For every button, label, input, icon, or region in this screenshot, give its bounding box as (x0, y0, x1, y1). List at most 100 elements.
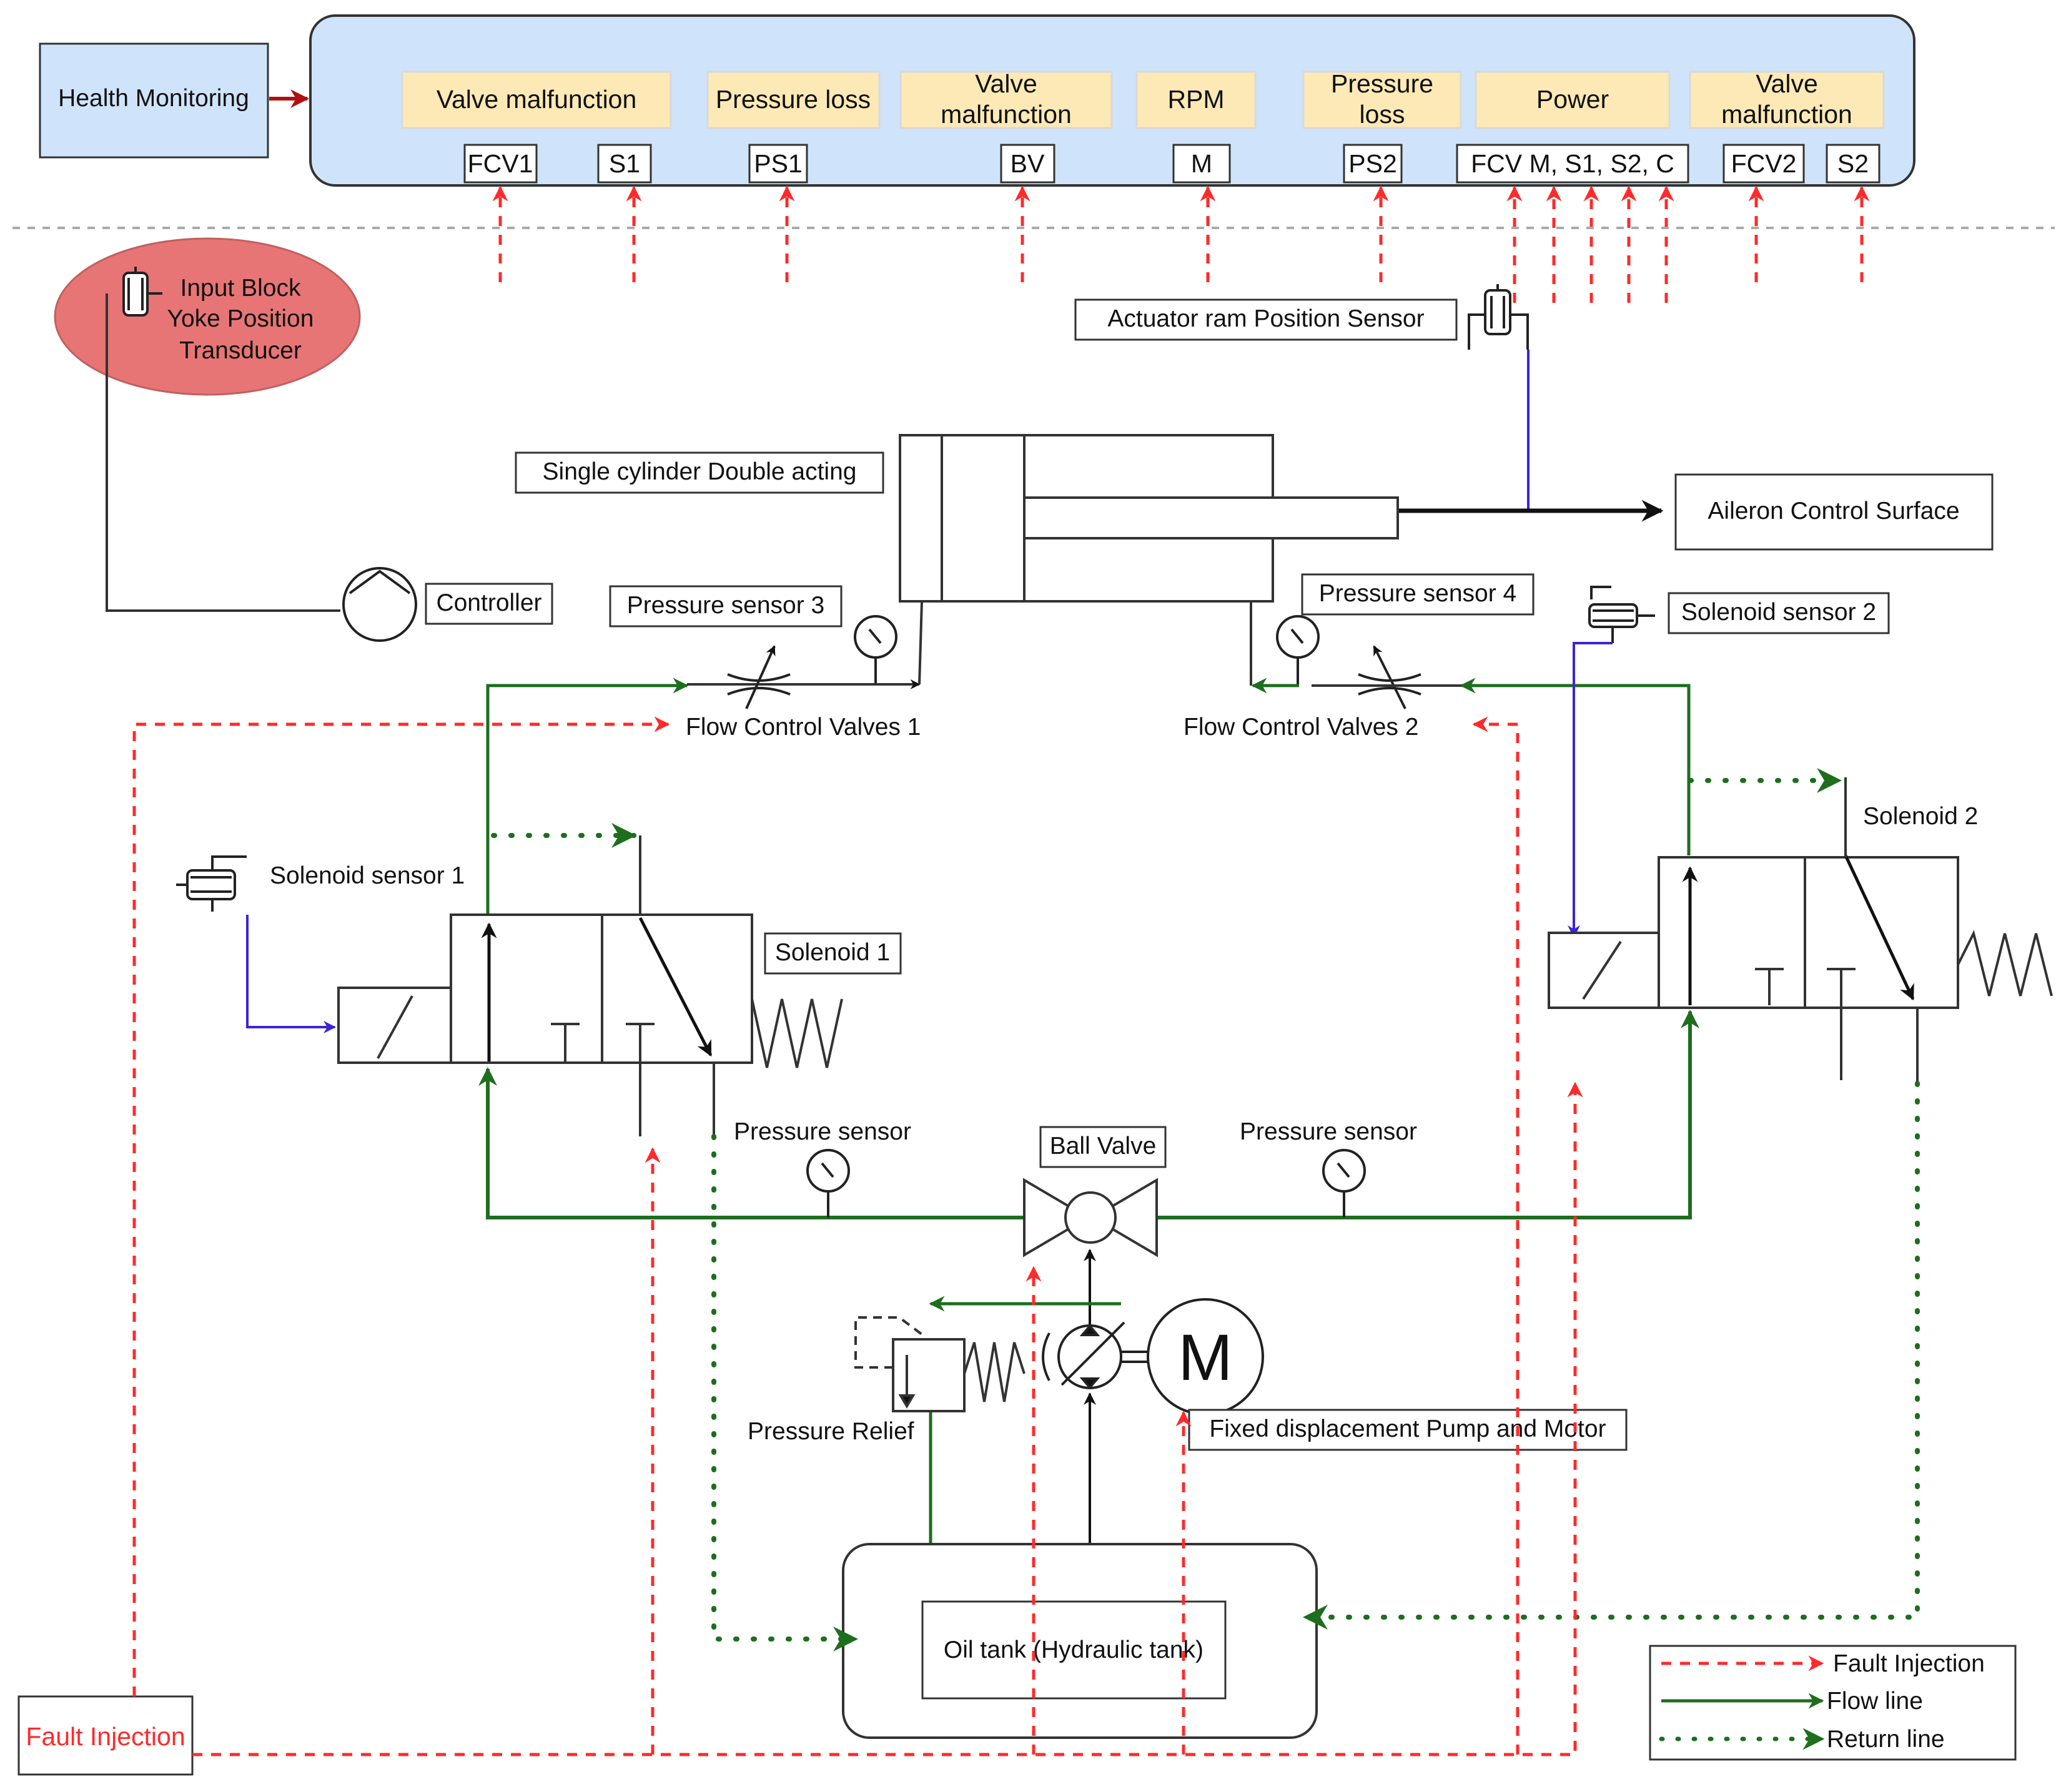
motor-icon: M (1147, 1298, 1264, 1415)
solenoid-sensor-2-signal (1568, 642, 1613, 938)
flow-control-valve-1-icon (727, 645, 791, 709)
health-monitoring-block: Health Monitoring (39, 42, 269, 159)
svg-text:Ball Valve: Ball Valve (1050, 1133, 1157, 1159)
solenoid-sensor-1-label: Solenoid sensor 1 (270, 862, 465, 889)
solenoid-sensor-2-icon (1588, 586, 1655, 643)
solenoid-valve-1 (337, 913, 843, 1136)
pressure-sensor-4-label: Pressure sensor 4 (1301, 573, 1535, 616)
svg-text:M: M (1191, 149, 1212, 178)
svg-text:Pressure Relief: Pressure Relief (748, 1418, 914, 1445)
actuator-sensor-label: Actuator ram Position Sensor (1074, 298, 1458, 341)
svg-text:M: M (1178, 1321, 1232, 1394)
ball-valve-icon (1023, 1178, 1158, 1258)
svg-text:Pressure: Pressure (1331, 69, 1433, 98)
svg-text:Controller: Controller (436, 589, 541, 616)
svg-text:malfunction: malfunction (1721, 100, 1852, 129)
svg-text:malfunction: malfunction (941, 100, 1072, 129)
fault-injection-lines (132, 716, 1583, 1756)
solenoid-sensor-1-icon (176, 855, 247, 912)
svg-text:Valve: Valve (1756, 69, 1818, 98)
solenoid-1-label: Solenoid 1 (764, 932, 902, 975)
pressure-gauge-4-icon (1276, 615, 1320, 684)
svg-text:Actuator ram Position Sensor: Actuator ram Position Sensor (1107, 305, 1424, 332)
svg-text:Solenoid sensor 2: Solenoid sensor 2 (1681, 599, 1876, 626)
legend-flow-label: Flow line (1827, 1688, 1923, 1715)
solenoid-valve-2 (1548, 856, 2053, 1080)
double-acting-cylinder (899, 434, 1399, 603)
flow-control-valve-2-icon (1358, 645, 1421, 709)
svg-text:Flow Control Valves 1: Flow Control Valves 1 (686, 714, 921, 741)
svg-text:Solenoid sensor 1: Solenoid sensor 1 (270, 862, 465, 889)
legend-return-label: Return line (1827, 1726, 1945, 1753)
pressure-relief-label: Pressure Relief (748, 1418, 914, 1445)
controller-icon (342, 567, 417, 642)
pressure-sensor-right-label: Pressure sensor (1240, 1118, 1417, 1145)
solenoid-sensor-1-signal (246, 915, 336, 1033)
return-line-left (711, 1134, 858, 1652)
svg-text:Pressure sensor 4: Pressure sensor 4 (1319, 580, 1516, 607)
yoke-sensor-icon (122, 267, 162, 317)
code-bv: BV (1000, 144, 1055, 184)
fcv2-label: Flow Control Valves 2 (1184, 714, 1418, 741)
svg-text:Pressure sensor: Pressure sensor (734, 1118, 911, 1145)
monitor-cell-valve-malfunction-2: Valve malfunction (899, 69, 1113, 129)
svg-text:Pressure loss: Pressure loss (716, 85, 871, 114)
svg-text:RPM: RPM (1167, 85, 1224, 114)
flow-line-left-main (478, 1067, 1024, 1219)
svg-text:Solenoid 1: Solenoid 1 (775, 939, 890, 966)
yoke-to-controller-wire (106, 293, 340, 612)
pressure-gauge-left-icon (806, 1149, 850, 1218)
cylinder-label: Single cylinder Double acting (515, 451, 884, 494)
return-line-right (1303, 1081, 1920, 1630)
monitor-cell-power: Power (1475, 71, 1671, 129)
legend-fault-label: Fault Injection (1833, 1650, 1985, 1677)
svg-text:FCV1: FCV1 (468, 149, 533, 178)
svg-text:FCV M, S1, S2, C: FCV M, S1, S2, C (1471, 149, 1674, 178)
code-s1: S1 (597, 144, 652, 184)
code-ps2: PS2 (1343, 144, 1403, 184)
pressure-sensor-left-label: Pressure sensor (734, 1118, 911, 1145)
code-s2: S2 (1826, 144, 1881, 184)
fault-arrows-to-monitor (492, 185, 1870, 303)
oil-tank: Oil tank (Hydraulic tank) (842, 1543, 1318, 1739)
pressure-gauge-right-icon (1322, 1149, 1366, 1218)
fcv1-label: Flow Control Valves 1 (686, 714, 921, 741)
code-fcv1: FCV1 (463, 144, 538, 184)
pressure-gauge-3-icon (854, 615, 897, 684)
monitor-cell-pressure-loss-2: Pressure loss (1302, 69, 1462, 129)
svg-text:Pressure sensor 3: Pressure sensor 3 (627, 592, 824, 619)
code-ps1: PS1 (748, 144, 808, 184)
solenoid-2-label: Solenoid 2 (1863, 803, 1978, 830)
flow-line-right-main (1157, 1010, 1699, 1219)
ball-valve-label: Ball Valve (1039, 1126, 1167, 1168)
svg-text:Yoke Position: Yoke Position (167, 305, 314, 332)
svg-text:S1: S1 (609, 149, 640, 178)
code-power: FCV M, S1, S2, C (1456, 144, 1689, 184)
svg-text:Single cylinder Double acting: Single cylinder Double acting (543, 458, 857, 485)
svg-text:Input Block: Input Block (180, 275, 301, 302)
controller-label: Controller (425, 583, 553, 625)
actuator-sensor-icon (1468, 284, 1529, 350)
solenoid-sensor-2-label: Solenoid sensor 2 (1668, 592, 1890, 634)
svg-text:Solenoid 2: Solenoid 2 (1863, 803, 1978, 830)
svg-text:Fixed displacement Pump and Mo: Fixed displacement Pump and Motor (1209, 1415, 1606, 1442)
pump-icon (1042, 1321, 1149, 1390)
pump-motor-label: Fixed displacement Pump and Motor (1188, 1409, 1628, 1451)
svg-text:Flow Control Valves 2: Flow Control Valves 2 (1184, 714, 1418, 741)
svg-text:Pressure sensor: Pressure sensor (1240, 1118, 1417, 1145)
svg-text:Valve malfunction: Valve malfunction (437, 85, 637, 114)
monitor-cell-valve-malfunction-3: Valve malfunction (1689, 69, 1885, 129)
solenoid-1-diag-arrow (638, 917, 713, 1057)
svg-text:Fault Injection: Fault Injection (26, 1722, 185, 1751)
monitor-cell-valve-malfunction-1: Valve malfunction (401, 71, 672, 129)
cylinder-left-port (918, 601, 923, 685)
svg-text:FCV2: FCV2 (1731, 149, 1797, 178)
pressure-relief-valve (854, 1316, 1026, 1412)
code-m: M (1172, 144, 1231, 184)
svg-text:Transducer: Transducer (179, 337, 302, 364)
svg-text:Power: Power (1536, 85, 1609, 114)
svg-text:Aileron Control Surface: Aileron Control Surface (1708, 498, 1959, 524)
solenoid-2-diag-arrow (1844, 854, 1915, 1001)
code-fcv2: FCV2 (1722, 144, 1805, 184)
monitor-cell-pressure-loss-1: Pressure loss (706, 71, 881, 129)
